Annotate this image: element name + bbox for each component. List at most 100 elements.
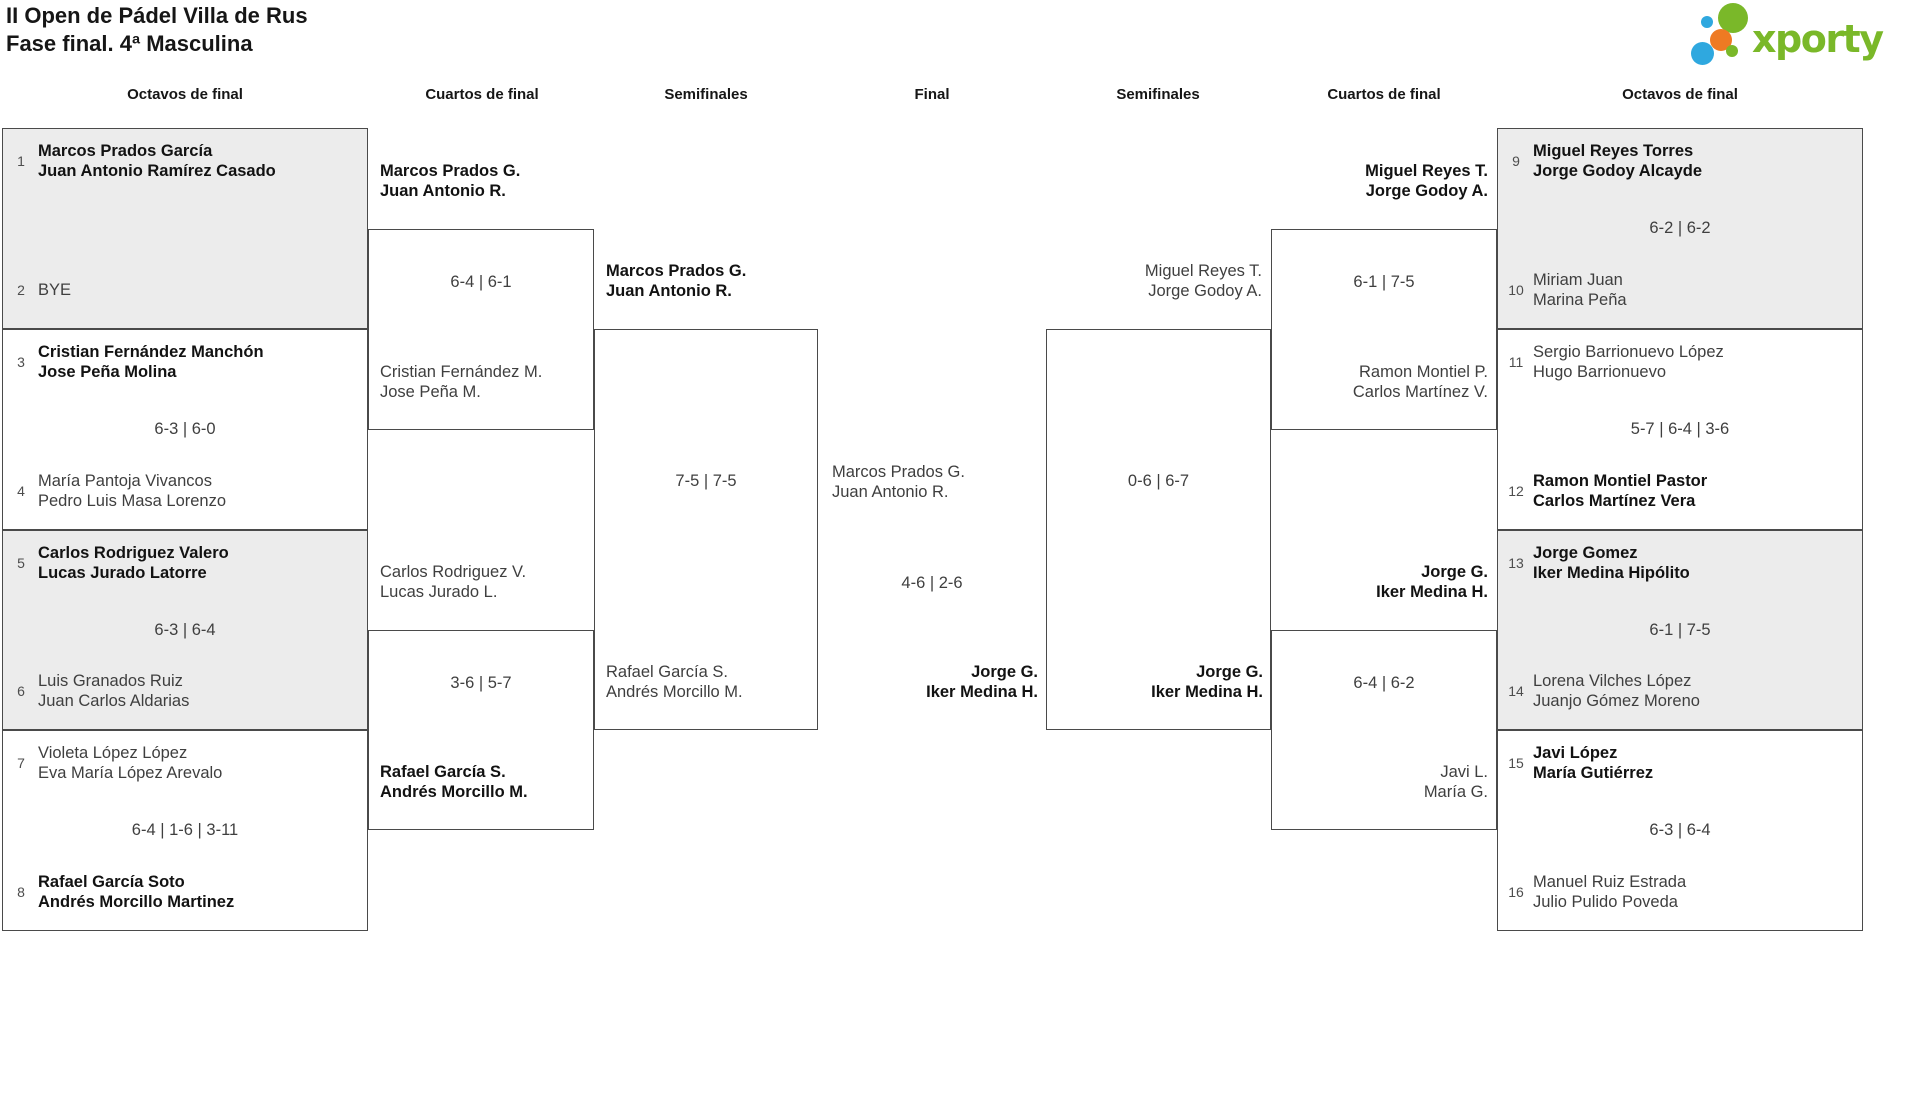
player-name: Marcos Prados García [38,142,213,160]
player-name: Jorge G. [1196,663,1263,681]
team-entry: Ramon Montiel P. Carlos Martínez V. [1353,362,1488,402]
team-entry-finalist-2: Jorge G.Iker Medina H. [926,662,1038,702]
player-name: Cristian Fernández M. [380,363,543,381]
player-name: Carlos Rodriguez V. [380,563,527,581]
logo-dot-green-large-icon [1718,3,1748,33]
player-name: Iker Medina H. [1376,583,1488,601]
seed-number: 10 [1508,282,1524,298]
player-name: Ramon Montiel P. [1358,363,1488,381]
team-entry: Rafael García S. Andrés Morcillo M. [606,662,743,702]
team-entry: Carlos Rodriguez V.Lucas Jurado L. [380,562,526,602]
round-header-cuartos-left: Cuartos de final [425,86,539,103]
player-name: Pedro Luis Masa Lorenzo [38,492,227,510]
semifinal-box-left: 7-5 | 7-5 [594,329,818,730]
match-score: 6-4 | 6-2 [1353,674,1415,692]
player-name: Julio Pulido Poveda [1533,893,1678,911]
match-score: 6-3 | 6-0 [154,420,216,438]
logo-dot-green-small-icon [1726,45,1738,57]
cuartos-match-box-left-1: 6-4 | 6-1 [368,229,594,430]
player-name: Ramon Montiel Pastor [1533,472,1708,490]
match-score: 6-3 | 6-4 [1649,821,1711,839]
player-name: Lucas Jurado Latorre [38,564,207,582]
player-name: Carlos Martínez V. [1352,383,1488,401]
player-name: Juan Antonio Ramírez Casado [38,162,276,180]
final-score: 4-6 | 2-6 [901,574,963,592]
seed-number: 3 [17,354,25,370]
round-header-cuartos-right: Cuartos de final [1327,86,1441,103]
player-name: Javi López [1533,744,1618,762]
match-score: 5-7 | 6-4 | 3-6 [1630,420,1730,438]
seed-number: 9 [1512,153,1520,169]
semifinal-box-right: 0-6 | 6-7 [1046,329,1271,730]
seed-number: 14 [1508,683,1524,699]
match-score: 7-5 | 7-5 [675,472,737,490]
seed-number: 1 [17,153,25,169]
team-entry: Marcos Prados G. Juan Antonio R. [606,261,746,301]
player-name: María Gutiérrez [1533,764,1654,782]
team-entry: Miguel Reyes T. Jorge Godoy A. [1365,161,1488,201]
player-name: Jorge Godoy A. [1365,182,1488,200]
match-score: 6-3 | 6-4 [154,621,216,639]
player-name: Eva María López Arevalo [38,764,223,782]
player-name: Miguel Reyes T. [1365,162,1488,180]
player-name: Luis Granados Ruiz [38,672,183,690]
seed-number: 11 [1508,354,1524,370]
player-name: Rafael García S. [606,663,728,681]
player-name: Juan Antonio R. [606,282,732,300]
page-title: II Open de Pádel Villa de Rus [6,3,308,28]
player-name: Juan Antonio R. [832,483,949,501]
player-name: Hugo Barrionuevo [1533,363,1666,381]
player-name: Juanjo Gómez Moreno [1533,692,1700,710]
team-names: BYE [38,280,71,300]
team-entry: Cristian Fernández M.Jose Peña M. [380,362,542,402]
seed-number: 2 [17,282,25,298]
player-name: Cristian Fernández Manchón [38,343,264,361]
team-entry: Miguel Reyes T.Jorge Godoy A. [1145,261,1262,301]
player-name: Rafael García S. [380,763,506,781]
seed-number: 16 [1508,884,1524,900]
player-name: Rafael García Soto [38,873,185,891]
player-name: Juan Antonio R. [380,182,506,200]
player-name: Iker Medina H. [1151,683,1263,701]
match-score: 0-6 | 6-7 [1127,472,1190,490]
match-score: 6-4 | 1-6 | 3-11 [131,821,239,839]
logo-dot-orange-icon [1710,29,1732,51]
player-name: Marcos Prados G. [606,262,747,280]
player-name: Carlos Martínez Vera [1533,492,1696,510]
round-header-octavos-left: Octavos de final [127,86,243,103]
player-name: Andrés Morcillo M. [606,683,743,701]
player-name: Andrés Morcillo Martinez [38,893,235,911]
team-entry: 2 BYE [11,268,359,312]
team-entry: Marcos Prados G.Juan Antonio R. [380,161,520,201]
seed-number: 6 [17,683,25,699]
team-entry: Jorge G. Iker Medina H. [1151,662,1263,702]
player-name: Miriam Juan [1533,271,1623,289]
